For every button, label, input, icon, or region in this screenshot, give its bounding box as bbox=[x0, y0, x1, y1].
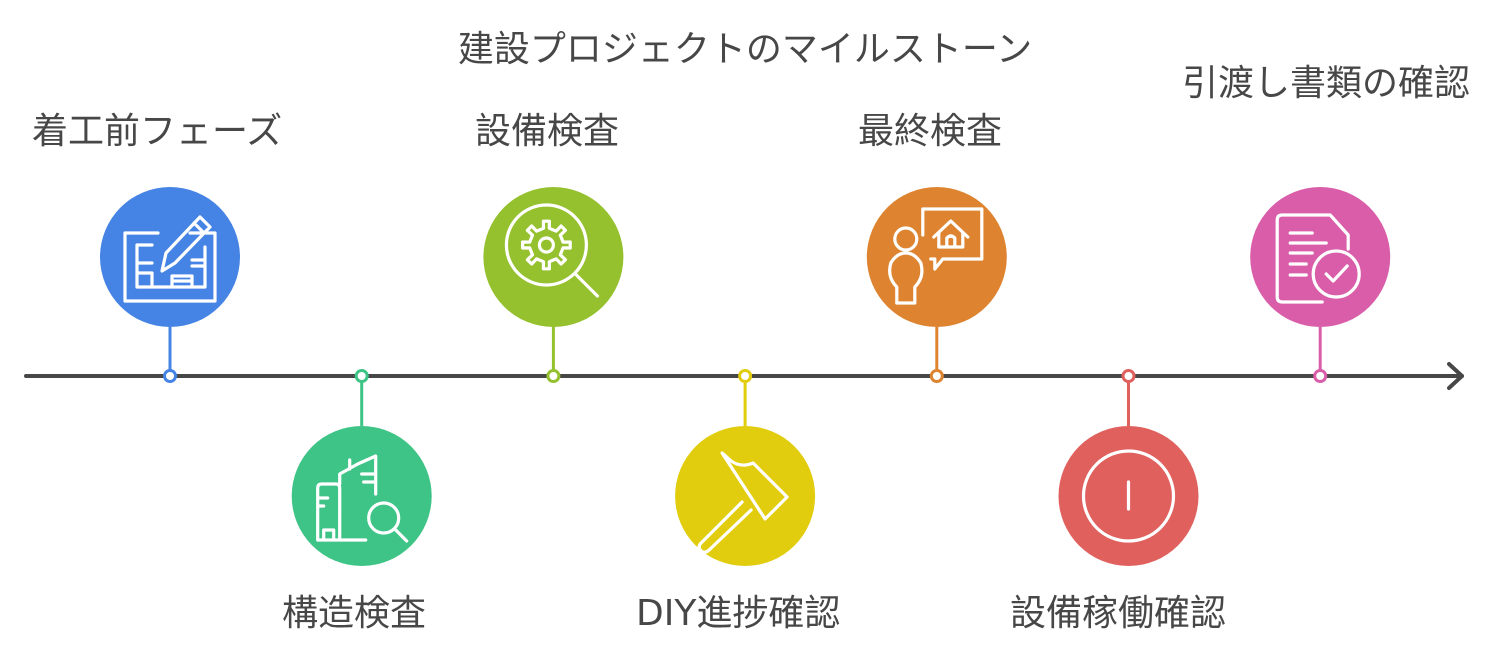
milestone-3 bbox=[483, 187, 624, 383]
milestone-axis-dot bbox=[929, 369, 944, 383]
milestone-axis-dot bbox=[354, 369, 369, 383]
milestone-axis-dot bbox=[163, 369, 177, 383]
milestone-axis-dot bbox=[546, 369, 561, 383]
milestone-label: 設備稼働確認 bbox=[1010, 593, 1227, 634]
milestone-bubble bbox=[675, 426, 816, 566]
blueprint-pencil-icon bbox=[123, 215, 217, 303]
milestone-bubble bbox=[100, 187, 240, 327]
person-house-speech-icon bbox=[888, 207, 984, 305]
milestone-7 bbox=[1250, 187, 1391, 383]
building-search-icon bbox=[316, 454, 409, 543]
milestone-1 bbox=[100, 187, 240, 383]
milestone-label: 最終検査 bbox=[858, 111, 1003, 152]
milestone-label: DIY進捗確認 bbox=[636, 593, 841, 634]
milestone-6 bbox=[1058, 369, 1199, 566]
diagram-title: 建設プロジェクトのマイルストーン bbox=[457, 29, 1033, 70]
arrow-head-icon bbox=[1447, 362, 1464, 390]
power-icon bbox=[1081, 449, 1176, 543]
milestone-axis-dot bbox=[738, 369, 753, 383]
milestone-bubble bbox=[291, 426, 432, 566]
document-check-icon bbox=[1275, 213, 1361, 304]
gear-search-icon bbox=[504, 203, 599, 298]
milestone-label: 設備検査 bbox=[475, 111, 620, 152]
hammer-icon bbox=[697, 451, 789, 554]
milestone-label: 引渡し書類の確認 bbox=[1182, 63, 1471, 104]
milestone-5 bbox=[866, 187, 1007, 383]
milestone-axis-dot bbox=[1313, 369, 1328, 383]
milestone-bubble bbox=[866, 187, 1007, 327]
milestone-label: 着工前フェーズ bbox=[32, 111, 283, 152]
milestone-2 bbox=[291, 369, 432, 566]
milestone-label: 構造検査 bbox=[282, 593, 427, 634]
milestone-4 bbox=[675, 369, 816, 566]
milestone-bubble bbox=[483, 187, 624, 327]
milestone-axis-dot bbox=[1121, 369, 1136, 383]
